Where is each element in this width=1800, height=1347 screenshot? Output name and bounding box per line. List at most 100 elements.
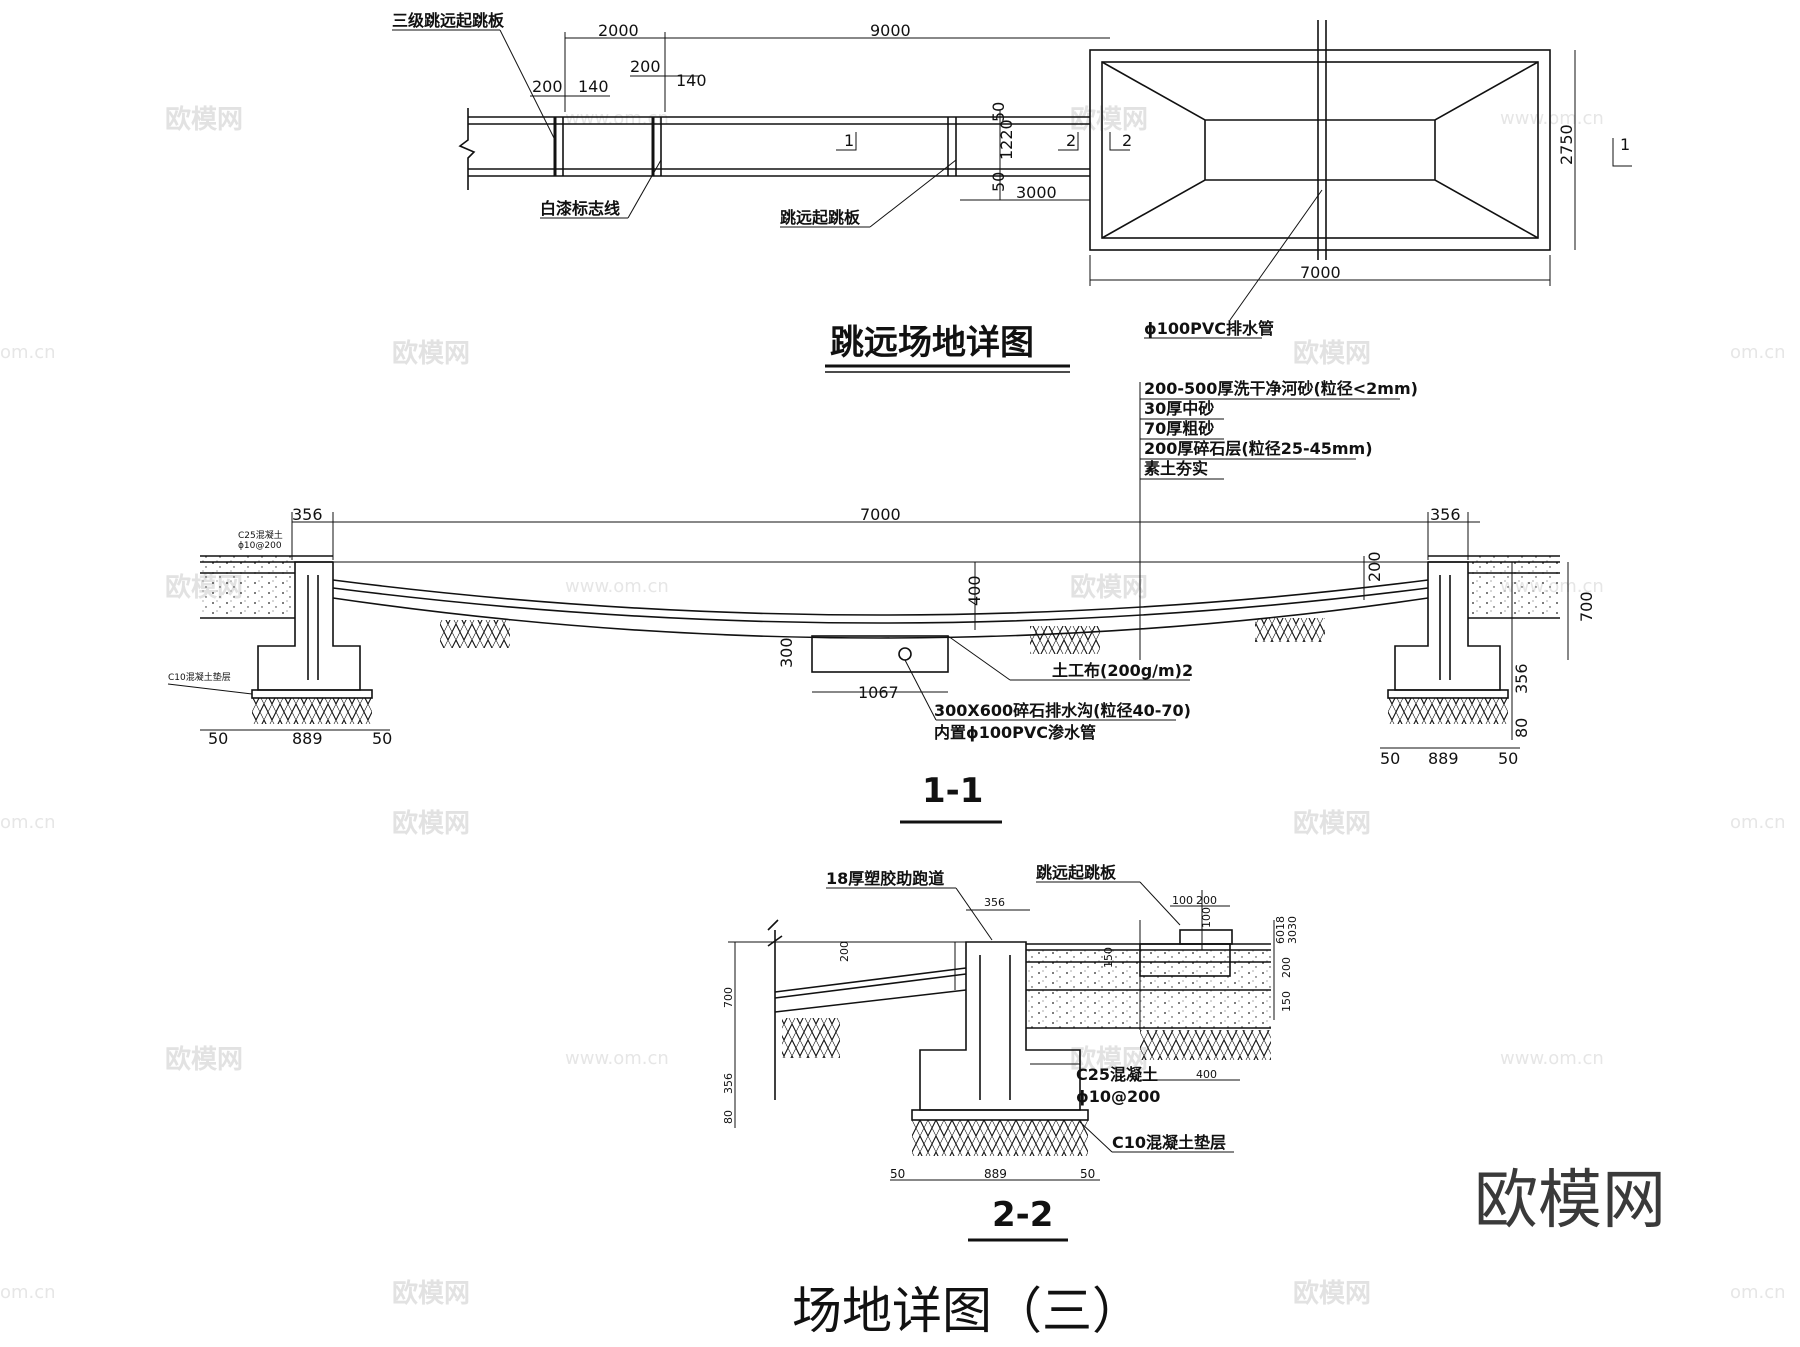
dim-50: 50 xyxy=(372,729,392,748)
section-mark-2: 2 xyxy=(1122,131,1132,150)
watermark-url: om.cn xyxy=(1730,1282,1786,1303)
leader-line xyxy=(955,887,993,941)
label-three-level-board: 三级跳远起跳板 xyxy=(392,11,505,30)
label-c10: C10混凝土垫层 xyxy=(168,671,231,683)
sand-pit-outer xyxy=(1089,49,1551,251)
sheet-title: 场地详图（三） xyxy=(792,1282,1142,1340)
label-takeoff-board: 跳远起跳板 xyxy=(780,208,861,227)
dim-200: 200 xyxy=(1365,551,1384,582)
section-mark-line xyxy=(1109,132,1130,151)
section-mark-line xyxy=(836,132,857,151)
dim-3030: 3030 xyxy=(1286,916,1299,944)
dim-200: 200 xyxy=(1196,894,1217,907)
sand-pit-slope xyxy=(1101,61,1539,239)
plan-view: 2000 9000 200 140 200 140 三级跳远起跳板 白漆标志线 … xyxy=(392,11,1632,373)
layer-note-list: 200-500厚洗干净河砂(粒径<2mm) 30厚中砂 70厚粗砂 200厚碎石… xyxy=(1140,379,1418,480)
dim-356: 356 xyxy=(1512,663,1531,694)
label-runway: 18厚塑胶助跑道 xyxy=(826,869,944,888)
plan-title: 跳远场地详图 xyxy=(830,323,1034,363)
dim-889: 889 xyxy=(1428,749,1459,768)
dim-50: 50 xyxy=(989,172,1008,192)
leader-line xyxy=(499,29,556,141)
label-board: 跳远起跳板 xyxy=(1036,863,1117,882)
c10-pad-left xyxy=(251,689,373,699)
layer-note: 30厚中砂 xyxy=(1144,399,1214,418)
soil-hatch xyxy=(252,698,372,724)
label-c25: C25混凝土 xyxy=(1076,1065,1158,1084)
dim-7000: 7000 xyxy=(860,505,901,524)
watermark-text: 欧模网 xyxy=(1293,1278,1371,1309)
soil-hatch xyxy=(1388,698,1508,724)
watermark-text: 欧模网 xyxy=(1070,572,1148,603)
dim-140: 140 xyxy=(676,71,707,90)
watermark-text: 欧模网 xyxy=(392,1278,470,1309)
dim-200: 200 xyxy=(630,57,661,76)
watermark-text: 欧模网 xyxy=(1070,1044,1148,1075)
layer-note: 素土夯实 xyxy=(1144,459,1208,478)
perforated-pipe xyxy=(898,647,912,661)
dim-300: 300 xyxy=(777,637,796,668)
drainage-trench xyxy=(811,635,949,673)
label-rebar: ϕ10@200 xyxy=(238,541,282,551)
section-mark-1: 1 xyxy=(844,131,854,150)
label-c10: C10混凝土垫层 xyxy=(1112,1133,1226,1152)
watermark-url: om.cn xyxy=(0,812,56,833)
soil-hatch xyxy=(440,620,510,648)
break-line xyxy=(767,919,783,1100)
watermark-url: www.om.cn xyxy=(565,1048,669,1069)
leader-line xyxy=(1229,189,1323,321)
watermark-text: 欧模网 xyxy=(1293,338,1371,369)
dim-150: 150 xyxy=(1280,991,1293,1012)
leader-line xyxy=(904,659,937,721)
dim-356: 356 xyxy=(984,896,1005,909)
runway-subbase xyxy=(774,989,967,1013)
dim-9000: 9000 xyxy=(870,21,911,40)
watermark-text: 欧模网 xyxy=(1293,808,1371,839)
brand-logo-text: 欧模网 xyxy=(1474,1164,1666,1238)
label-drain-pipe: ϕ100PVC排水管 xyxy=(1144,319,1274,338)
soil-hatch xyxy=(1255,618,1325,642)
dim-700: 700 xyxy=(722,987,735,1008)
sand-pit-inner xyxy=(1101,61,1539,239)
dim-400: 400 xyxy=(965,575,984,606)
section-2-2: 18厚塑胶助跑道 跳远起跳板 356 100 200 100 6018 3030… xyxy=(722,863,1299,1242)
watermark-url: om.cn xyxy=(0,1282,56,1303)
dim-200: 200 xyxy=(838,941,851,962)
section-2-2-title: 2-2 xyxy=(992,1195,1053,1235)
c10-pad-right xyxy=(1387,689,1509,699)
watermark-url: om.cn xyxy=(1730,812,1786,833)
watermark-layer: 欧模网 www.om.cn 欧模网 www.om.cn om.cn 欧模网 欧模… xyxy=(0,104,1786,1309)
section-mark-1: 1 xyxy=(1620,135,1630,154)
section-mark-2: 2 xyxy=(1066,131,1076,150)
watermark-url: www.om.cn xyxy=(1500,108,1604,129)
section-1-1: 200-500厚洗干净河砂(粒径<2mm) 30厚中砂 70厚粗砂 200厚碎石… xyxy=(167,379,1596,824)
dim-100: 100 xyxy=(1172,894,1193,907)
dim-1220: 1220 xyxy=(997,119,1016,160)
layer-note: 70厚粗砂 xyxy=(1144,419,1214,438)
label-geotextile: 土工布(200g/m)2 xyxy=(1052,661,1193,680)
dim-200: 200 xyxy=(1280,957,1293,978)
dim-50: 50 xyxy=(890,1167,905,1181)
dim-889: 889 xyxy=(984,1167,1007,1181)
soil-hatch xyxy=(1140,1030,1271,1060)
leader-line xyxy=(869,159,957,228)
watermark-text: 欧模网 xyxy=(392,808,470,839)
dim-80: 80 xyxy=(722,1110,735,1124)
soil-hatch xyxy=(782,1018,840,1058)
dim-50: 50 xyxy=(208,729,228,748)
leader-line xyxy=(1079,1121,1113,1153)
dim-3000: 3000 xyxy=(1016,183,1057,202)
label-trench: 300X600碎石排水沟(粒径40-70) xyxy=(934,701,1191,720)
watermark-text: 欧模网 xyxy=(165,104,243,135)
takeoff-board xyxy=(1179,929,1233,945)
watermark-url: www.om.cn xyxy=(565,576,669,597)
dim-50: 50 xyxy=(1080,1167,1095,1181)
dim-7000: 7000 xyxy=(1300,263,1341,282)
watermark-text: 欧模网 xyxy=(392,338,470,369)
dim-50: 50 xyxy=(1498,749,1518,768)
dim-356: 356 xyxy=(292,505,323,524)
watermark-url: www.om.cn xyxy=(1500,1048,1604,1069)
leader-line xyxy=(947,635,1011,681)
layer-note: 200厚碎石层(粒径25-45mm) xyxy=(1144,439,1373,458)
dim-400: 400 xyxy=(1196,1068,1217,1081)
